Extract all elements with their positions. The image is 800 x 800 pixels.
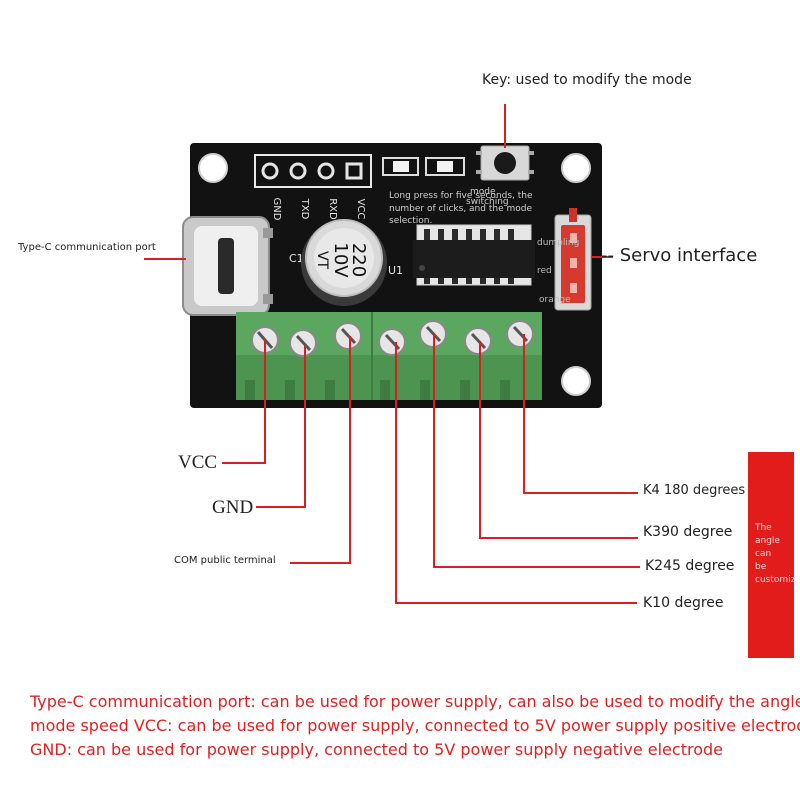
com-label: COM public terminal (174, 555, 276, 566)
long-press-note-3: selection. (389, 216, 432, 226)
vcc-pointer (222, 340, 266, 464)
long-press-note-1: Long press for five seconds, the (389, 191, 533, 201)
status-leds (382, 157, 465, 176)
pin-label-gnd: GND (271, 198, 282, 221)
pin-label-txd: TXD (299, 198, 310, 220)
cap-text-10v: 10V (330, 242, 351, 278)
type-c-port (182, 216, 273, 316)
long-press-note-2: number of clicks, and the mode (389, 204, 532, 214)
side-note-line: The (755, 523, 772, 533)
header-pins (261, 162, 363, 180)
servo-label: -- Servo interface (601, 245, 758, 266)
wire-dumpling: dumpling (537, 238, 579, 248)
customization-note-panel: The angle can be customiz (748, 452, 794, 658)
header-pin-labels: GND TXD RXD VCC (271, 198, 366, 221)
description-line: mode speed VCC: can be used for power su… (30, 716, 800, 735)
key-label: Key: used to modify the mode (482, 72, 692, 88)
wire-red: red (537, 266, 552, 276)
mounting-holes (198, 153, 591, 396)
k3-pointer (479, 341, 638, 539)
ic-chip (413, 224, 535, 286)
pin-label-rxd: RXD (327, 198, 338, 220)
side-note-line: customiz (755, 575, 794, 585)
pin-label-vcc: VCC (355, 199, 366, 220)
silk-u1: U1 (388, 264, 403, 277)
cap-text-220: 220 (348, 243, 369, 277)
description-line: Type-C communication port: can be used f… (30, 692, 800, 711)
side-note-line: angle (755, 536, 780, 546)
silk-c1: C1 (289, 252, 304, 265)
com-pointer (290, 336, 351, 564)
k2-label: K245 degree (645, 558, 735, 574)
pointer-lines (144, 104, 640, 604)
k4-label: K4 180 degrees (643, 483, 746, 498)
side-note-line: can (755, 549, 772, 559)
mode-note-1: mode (470, 187, 496, 197)
gnd-pointer (256, 345, 306, 508)
terminal-block (236, 312, 542, 400)
uart-header (254, 154, 372, 188)
gnd-label: GND (212, 497, 254, 518)
k1-pointer (395, 342, 637, 604)
k3-label: K390 degree (643, 524, 733, 540)
mode-key-button (476, 145, 534, 181)
side-note-line: be (755, 562, 767, 572)
k2-pointer (433, 334, 640, 568)
servo-connector (554, 208, 592, 311)
vcc-label: VCC (178, 452, 218, 473)
k1-label: K10 degree (643, 595, 724, 611)
description-block: Type-C communication port: can be used f… (30, 690, 800, 762)
servo-wire-labels: dumpling red orange (537, 238, 579, 305)
type-c-label: Type-C communication port (18, 242, 156, 253)
electrolytic-capacitor: 220 10V VT (301, 219, 387, 306)
wire-orange: orange (539, 295, 571, 305)
description-line: GND: can be used for power supply, conne… (30, 740, 723, 759)
mode-notes: mode switching Long press for five secon… (389, 187, 533, 226)
cap-text-vt: VT (314, 251, 330, 270)
k4-pointer (523, 334, 638, 494)
mode-note-2: switching (466, 197, 509, 207)
